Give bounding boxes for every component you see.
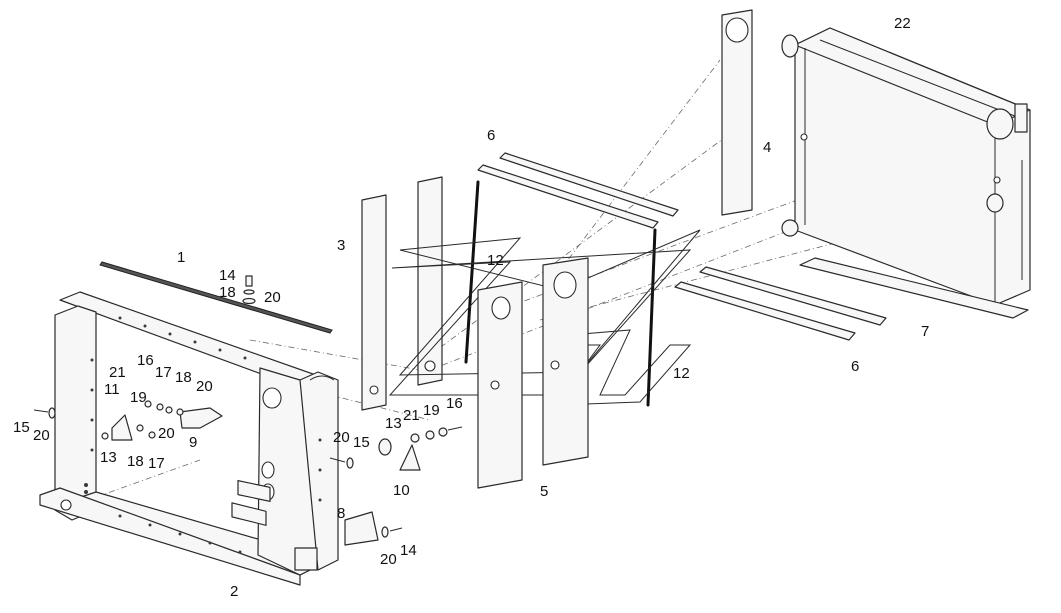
gasket-cord-12 [464,180,657,407]
brackets [111,407,421,546]
callout-21-right: 21 [403,407,420,424]
callout-14-bottom: 14 [400,542,417,559]
callout-12-top: 12 [487,252,504,269]
callout-20-left: 20 [33,427,50,444]
callout-12-bottom: 12 [673,365,690,382]
frame-2 [39,291,339,586]
callout-19-left: 19 [130,389,147,406]
callout-7: 7 [921,323,929,340]
callout-6-bottom: 6 [851,358,859,375]
radiator-core-22 [781,27,1031,306]
callout-9: 9 [189,434,197,451]
callout-6-top: 6 [487,127,495,144]
callout-18-bottom: 18 [127,453,144,470]
strip-6-top [477,152,679,229]
callout-labels: 1 2 3 4 5 6 6 7 8 9 10 11 12 12 13 13 14… [13,15,929,600]
callout-4: 4 [763,139,771,156]
vertical-strip-3 [361,176,443,411]
plate-7 [799,257,1029,319]
callout-20-bottom: 20 [380,551,397,568]
callout-16-left: 16 [137,352,154,369]
callout-20-top: 20 [264,289,281,306]
fasteners [33,275,463,538]
callout-2: 2 [230,583,238,600]
callout-15-right: 15 [353,434,370,451]
callout-5: 5 [540,483,548,500]
callout-1: 1 [177,249,185,266]
callout-22: 22 [894,15,911,32]
callout-10: 10 [393,482,410,499]
plate-5 [477,257,589,489]
callout-14-top: 14 [219,267,236,284]
callout-17-bottom: 17 [148,455,165,472]
strip-6-bottom [674,266,887,341]
callout-13-left: 13 [100,449,117,466]
callout-21-left: 21 [109,364,126,381]
callout-18-top: 18 [219,284,236,301]
callout-20-mid: 20 [196,378,213,395]
seal-strip-4 [721,9,753,216]
top-strip-1 [99,261,333,334]
callout-20-right: 20 [333,429,350,446]
callout-17-top: 17 [155,364,172,381]
callout-13-right: 13 [385,415,402,432]
callout-8: 8 [337,505,345,522]
callout-16-right: 16 [446,395,463,412]
callout-15-left: 15 [13,419,30,436]
callout-18-mid: 18 [175,369,192,386]
callout-11: 11 [104,381,120,398]
callout-20-center: 20 [158,425,175,442]
callout-19-right: 19 [423,402,440,419]
callout-3: 3 [337,237,345,254]
